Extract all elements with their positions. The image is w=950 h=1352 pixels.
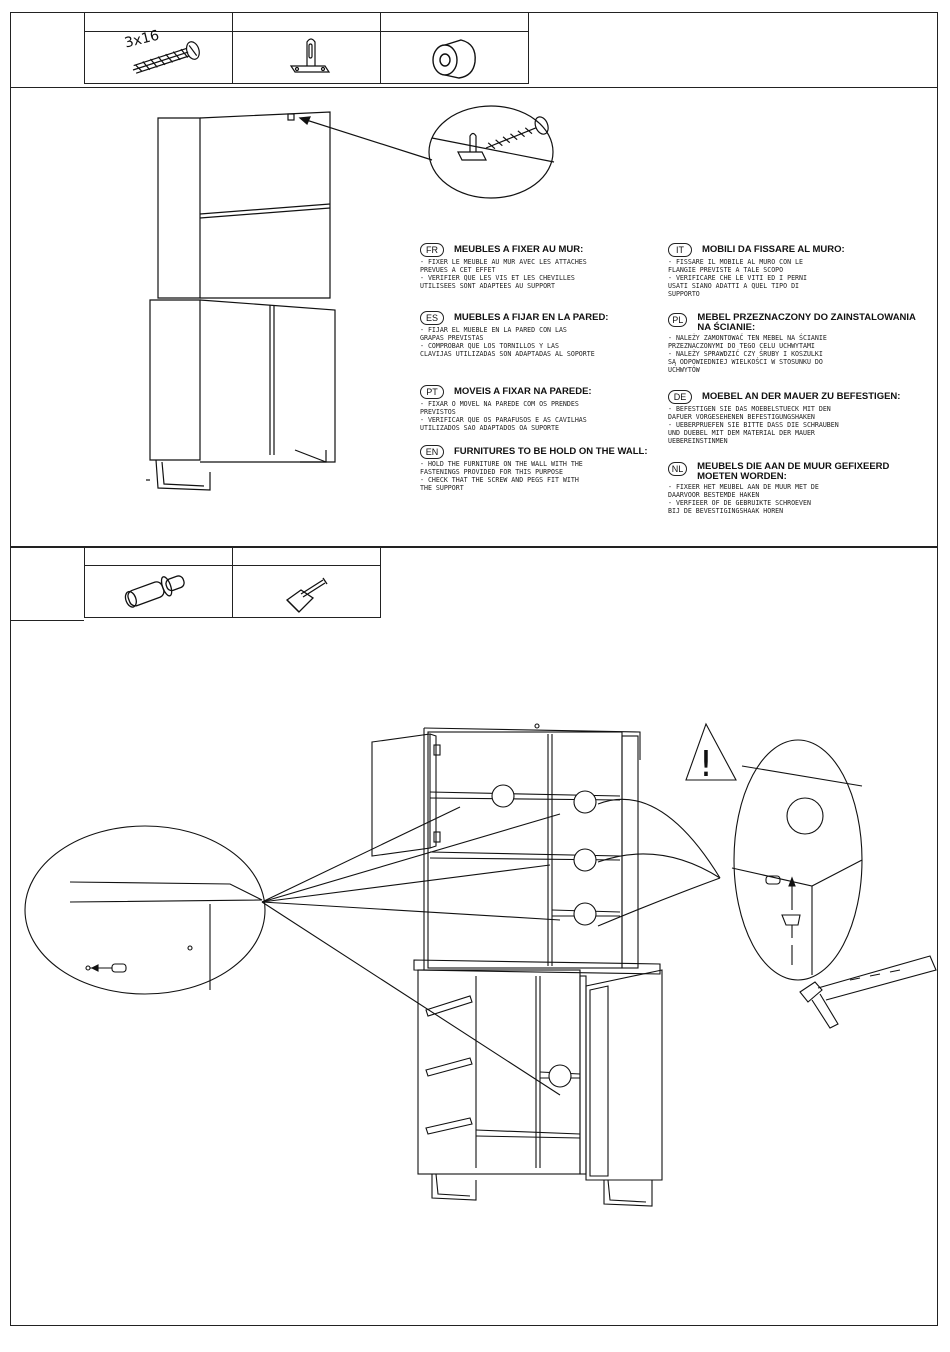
lang-code-pt: PT	[420, 385, 444, 399]
note-title-es: MUEBLES A FIJAR EN LA PARED:	[454, 312, 609, 323]
part-qty-plug	[380, 12, 529, 32]
note-title-fr: MEUBLES A FIXER AU MUR:	[454, 244, 584, 255]
step-2-divider	[10, 620, 84, 621]
plug-icon	[432, 39, 476, 79]
step-2-panel	[10, 546, 938, 1326]
step-1-cabinet-drawing	[146, 111, 433, 491]
note-title-de: MOEBEL AN DER MAUER ZU BEFESTIGEN:	[702, 391, 901, 402]
note-body-pl: - NALEŻY ZAMONTOWAĆ TEN MEBEL NA ŚCIANIE…	[668, 334, 827, 374]
part-qty-nail-cap	[232, 546, 381, 566]
lang-code-en: EN	[420, 445, 444, 459]
part-nail-cap	[232, 565, 381, 618]
note-body-fr: - FIXER LE MEUBLE AU MUR AVEC LES ATTACH…	[420, 258, 587, 290]
part-plug	[380, 31, 529, 84]
note-body-es: - FIJAR EL MUEBLE EN LA PARED CON LAS GR…	[420, 326, 595, 358]
lang-code-es: ES	[420, 311, 444, 325]
note-pl: PL MEBEL PRZEZNACZONY DO ZAINSTALOWANIA N…	[668, 313, 918, 374]
note-en: EN FURNITURES TO BE HOLD ON THE WALL: - H…	[420, 445, 648, 492]
part-bracket	[232, 31, 381, 84]
lang-code-pl: PL	[668, 313, 688, 327]
note-title-pl: MEBEL PRZEZNACZONY DO ZAINSTALOWANIA NA …	[697, 312, 916, 333]
note-fr: FR MEUBLES A FIXER AU MUR: - FIXER LE MEU…	[420, 243, 587, 290]
note-body-it: - FISSARE IL MOBILE AL MURO CON LE FLANG…	[668, 258, 807, 298]
lang-code-it: IT	[668, 243, 692, 257]
lang-code-fr: FR	[420, 243, 444, 257]
note-body-de: - BEFESTIGEN SIE DAS MOEBELSTUECK MIT DE…	[668, 405, 839, 445]
lang-code-de: DE	[668, 390, 692, 404]
note-title-pt: MOVEIS A FIXAR NA PAREDE:	[454, 386, 592, 397]
note-body-en: - HOLD THE FURNITURE ON THE WALL WITH TH…	[420, 460, 583, 492]
part-qty-bracket	[232, 12, 381, 32]
warning-symbol: !	[699, 744, 713, 785]
part-shelf-pin	[84, 565, 233, 618]
lang-code-nl: NL	[668, 462, 688, 476]
step-1-divider	[10, 87, 938, 88]
note-pt: PT MOVEIS A FIXAR NA PAREDE: - FIXAR O MO…	[420, 385, 592, 432]
note-nl: NL MEUBELS DIE AAN DE MUUR GEFIXEERD MOET…	[668, 462, 918, 515]
note-it: IT MOBILI DA FISSARE AL MURO: - FISSARE I…	[668, 243, 845, 298]
shelf-pin-icon	[124, 575, 185, 608]
note-title-en: FURNITURES TO BE HOLD ON THE WALL:	[454, 446, 648, 457]
part-qty-shelf-pin	[84, 546, 233, 566]
screw-icon	[132, 41, 200, 74]
note-es: ES MUEBLES A FIJAR EN LA PARED: - FIJAR E…	[420, 311, 608, 358]
step-2-parts-table	[84, 546, 381, 618]
bracket-icon	[289, 38, 331, 73]
step-1-parts-table: 3x16	[84, 12, 529, 84]
note-title-it: MOBILI DA FISSARE AL MURO:	[702, 244, 845, 255]
part-qty-screw	[84, 12, 233, 32]
nail-cap-icon	[285, 577, 328, 613]
note-de: DE MOEBEL AN DER MAUER ZU BEFESTIGEN: - B…	[668, 390, 900, 445]
step-2-cabinet-drawing: !	[24, 722, 937, 1207]
note-body-pt: - FIXAR O MOVEL NA PAREDE COM OS PRENDES…	[420, 400, 587, 432]
note-body-nl: - FIXEER HET MEUBEL AAN DE MUUR MET DE D…	[668, 483, 819, 515]
note-title-nl: MEUBELS DIE AAN DE MUUR GEFIXEERD MOETEN…	[697, 461, 890, 482]
part-screw: 3x16	[84, 28, 233, 84]
bracket-detail-callout	[428, 105, 555, 199]
